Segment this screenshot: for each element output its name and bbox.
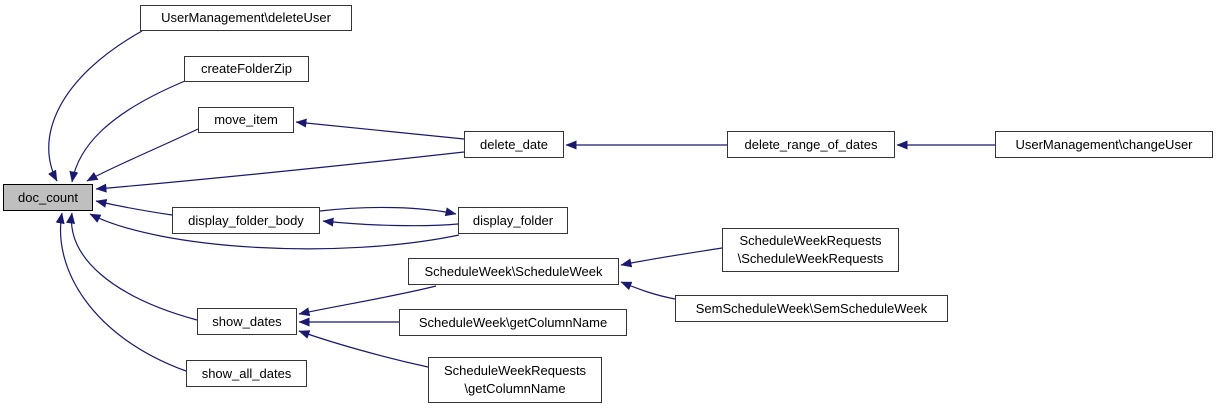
node-display-folder-body[interactable]: display_folder_body xyxy=(172,207,320,234)
edge-show_dates-doc_count xyxy=(66,212,198,321)
edge-display_folder-display_folder_body xyxy=(322,217,459,227)
node-scheduleweek-getcolumnname[interactable]: ScheduleWeek\getColumnName xyxy=(399,309,627,336)
edge-display_folder-doc_count xyxy=(89,213,460,250)
edge-SemScheduleWeek-ScheduleWeek xyxy=(620,281,676,300)
edge-delete_date-doc_count xyxy=(95,151,465,193)
node-display-folder[interactable]: display_folder xyxy=(458,207,568,234)
edge-move_item-doc_count xyxy=(86,128,199,182)
node-delete-date[interactable]: delete_date xyxy=(464,131,564,158)
edge-delete_date-move_item xyxy=(295,118,465,140)
node-createfolderzip[interactable]: createFolderZip xyxy=(184,56,309,82)
node-usermanagement-deleteuser[interactable]: UserManagement\deleteUser xyxy=(140,5,352,31)
edge-deleteUser-doc_count xyxy=(48,30,143,182)
node-show-all-dates[interactable]: show_all_dates xyxy=(186,360,307,387)
node-delete-range-of-dates[interactable]: delete_range_of_dates xyxy=(727,131,895,158)
edge-show_all_dates-doc_count xyxy=(55,212,187,372)
node-doc-count: doc_count xyxy=(3,184,93,211)
node-semscheduleweek-semscheduleweek[interactable]: SemScheduleWeek\SemScheduleWeek xyxy=(675,295,948,322)
edge-ScheduleWeek-show_dates xyxy=(298,285,437,317)
node-usermanagement-changeuser[interactable]: UserManagement\changeUser xyxy=(995,131,1213,158)
node-scheduleweek-scheduleweek[interactable]: ScheduleWeek\ScheduleWeek xyxy=(408,258,619,285)
node-scheduleweekrequests-scheduleweekrequests[interactable]: ScheduleWeekRequests \ScheduleWeekReques… xyxy=(722,228,899,272)
edge-display_folder_body-display_folder xyxy=(319,206,457,217)
node-scheduleweekrequests-getcolumnname[interactable]: ScheduleWeekRequests \getColumnName xyxy=(428,357,602,403)
edge-createFolderZip-doc_count xyxy=(69,80,186,183)
node-show-dates[interactable]: show_dates xyxy=(197,308,297,335)
edge-SWRgetColumnName-show_dates xyxy=(298,330,429,368)
edge-display_folder_body-doc_count xyxy=(95,198,173,216)
node-move-item[interactable]: move_item xyxy=(198,107,294,133)
edge-SWRequests-ScheduleWeek xyxy=(620,247,723,268)
